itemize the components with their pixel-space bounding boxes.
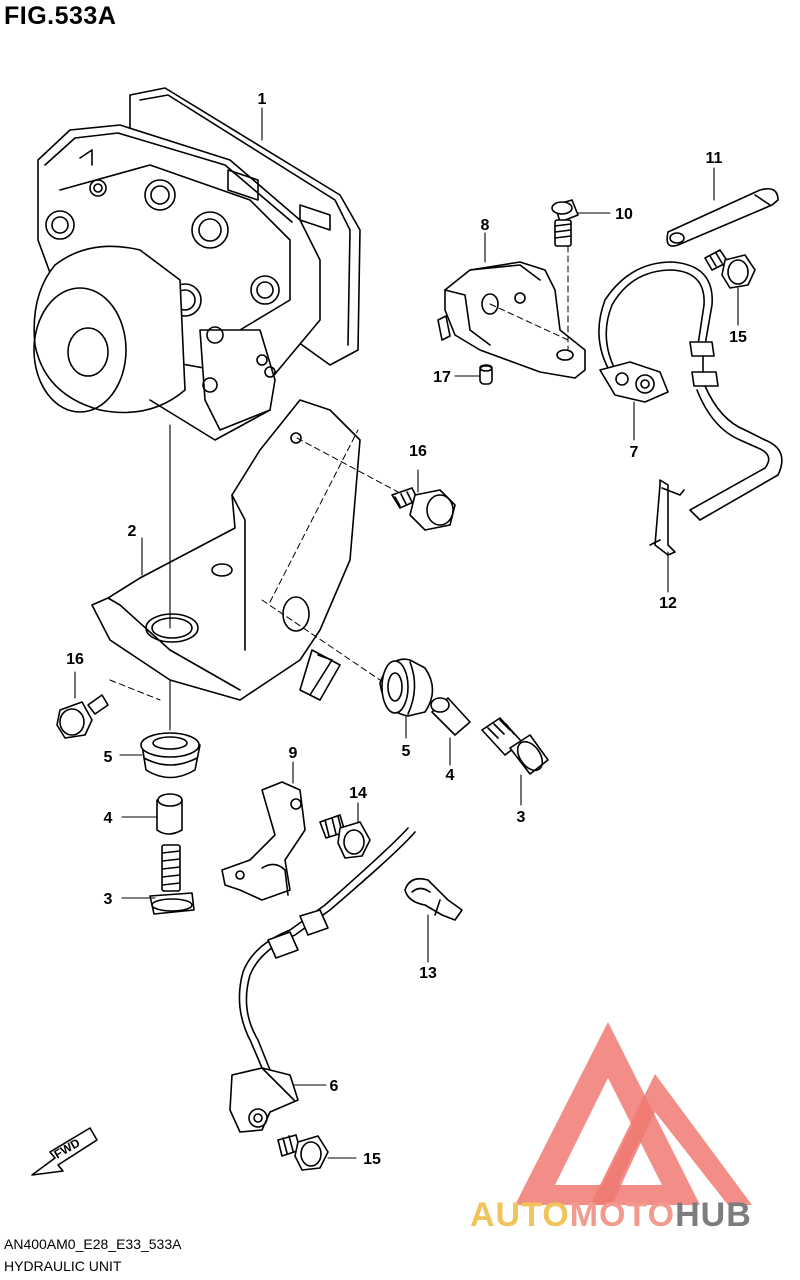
callout-14: 14 (349, 785, 367, 802)
bolt-part-3-left (149, 844, 195, 915)
callout-17: 17 (433, 369, 451, 386)
callout-16-left: 16 (66, 651, 84, 668)
callout-4-left: 4 (104, 810, 113, 827)
bolt-part-10 (551, 199, 579, 247)
guide-dashes (109, 245, 569, 701)
bracket-part-9 (221, 781, 306, 901)
clip-part-13 (404, 877, 463, 921)
wheel-sensor-part-7 (598, 261, 783, 521)
watermark-moto: MOTO (569, 1196, 676, 1234)
bolt-part-3-right (481, 717, 549, 775)
callout-6: 6 (330, 1078, 339, 1095)
watermark-hub: HUB (675, 1196, 752, 1234)
callout-11: 11 (706, 150, 723, 167)
callout-15-lower: 15 (363, 1151, 381, 1168)
callout-15-upper: 15 (729, 329, 747, 346)
bolt-part-15-lower (277, 1134, 329, 1171)
fwd-arrow-icon (31, 1127, 98, 1176)
callout-5-right: 5 (402, 743, 411, 760)
callout-7: 7 (630, 444, 639, 461)
bracket-part (91, 399, 361, 701)
footer-code: AN400AM0_E28_E33_533A (4, 1236, 182, 1252)
wheel-sensor-part-6 (229, 827, 416, 1133)
callout-16-upper: 16 (409, 443, 427, 460)
callout-1: 1 (258, 91, 267, 108)
bracket-part-8 (437, 261, 586, 379)
grommet-part-5-right (379, 658, 434, 717)
watermark-text: AUTOMOTOHUB (470, 1196, 752, 1235)
bolt-part-16-upper (391, 487, 456, 531)
callout-10: 10 (615, 206, 633, 223)
callout-4-right: 4 (446, 767, 455, 784)
callout-8: 8 (481, 217, 490, 234)
callout-13: 13 (419, 965, 437, 982)
collar-part-4-right (430, 697, 471, 736)
callout-3-right: 3 (517, 809, 526, 826)
bolt-part-15-upper (704, 249, 756, 289)
footer-name: HYDRAULIC UNIT (4, 1258, 122, 1274)
clip-part-12 (649, 479, 685, 556)
figure-title: FIG.533A (4, 2, 117, 30)
callout-3-left: 3 (104, 891, 113, 908)
clamp-part-11 (666, 187, 779, 247)
leader-lines (74, 107, 739, 1159)
callout-12: 12 (659, 595, 677, 612)
watermark-auto: AUTO (470, 1196, 570, 1234)
grommet-part-5-left (140, 732, 201, 779)
callout-2: 2 (128, 523, 137, 540)
callout-9: 9 (289, 745, 298, 762)
collar-part-4-left (156, 793, 183, 835)
bolt-part-14 (319, 814, 371, 859)
pin-part-17 (479, 364, 493, 385)
watermark-logo-icon (515, 1022, 752, 1205)
hydraulic-unit-part (33, 87, 361, 441)
bolt-part-16-left (56, 694, 109, 739)
callout-5-left: 5 (104, 749, 113, 766)
